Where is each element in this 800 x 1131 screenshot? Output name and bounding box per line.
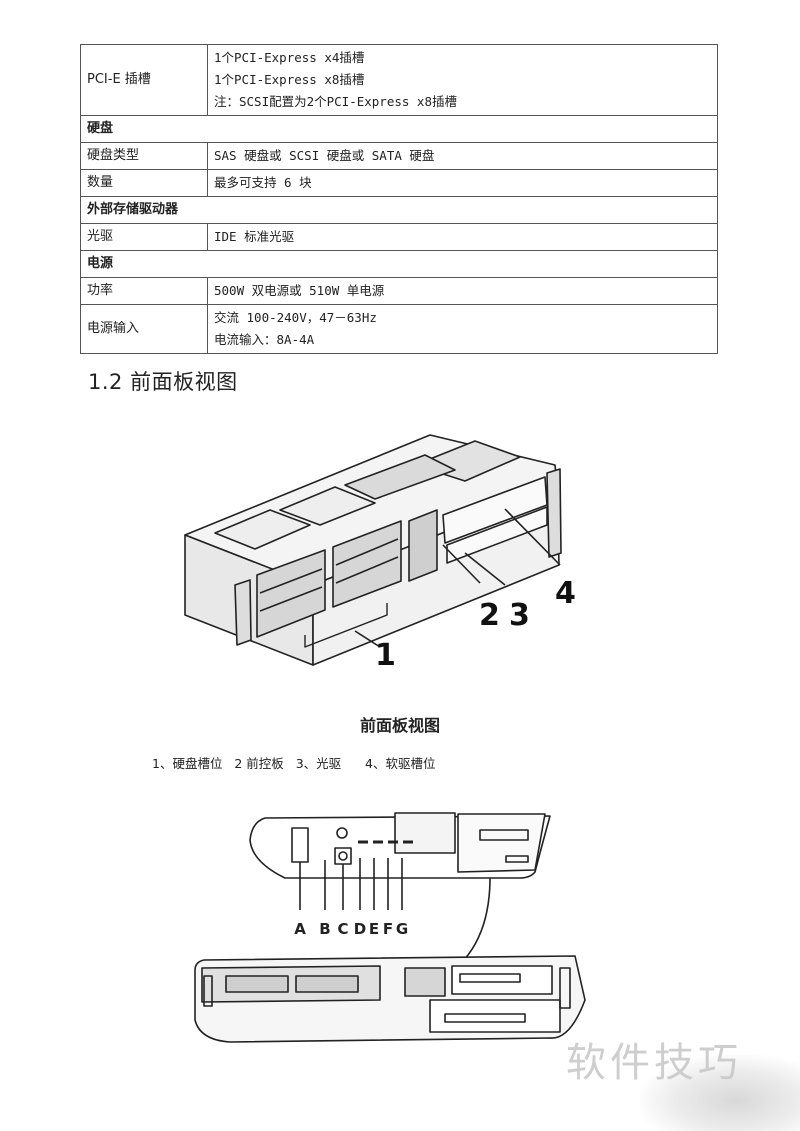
table-section-row: 硬盘 — [80, 115, 718, 143]
spec-value-line: 电流输入：8A-4A — [214, 332, 315, 347]
spec-value-disk-type: SAS 硬盘或 SCSI 硬盘或 SATA 硬盘 — [207, 142, 718, 170]
spec-key-power: 功率 — [80, 277, 208, 305]
table-row: 光驱 IDE 标准光驱 — [80, 223, 718, 251]
spec-value-line: 1个PCI-Express x4插槽 — [214, 50, 365, 65]
watermark-blur — [640, 1055, 800, 1131]
figure-legend: 1、硬盘槽位 2 前控板 3、光驱 4、软驱槽位 — [152, 756, 436, 771]
panel-letter: A — [294, 920, 306, 938]
front-panel-detail-figure: A B C D E F G — [194, 812, 586, 1043]
spec-value-pcie: 1个PCI-Express x4插槽 1个PCI-Express x8插槽 注：… — [207, 44, 718, 116]
section-ext-storage: 外部存储驱动器 — [80, 196, 718, 224]
table-row: PCI-E 插槽 1个PCI-Express x4插槽 1个PCI-Expres… — [80, 44, 718, 116]
panel-letter: C — [337, 920, 348, 938]
spec-value-line: 注：SCSI配置为2个PCI-Express x8插槽 — [214, 94, 457, 109]
spec-value-power-input: 交流 100-240V，47－63Hz 电流输入：8A-4A — [207, 304, 718, 354]
callout-label: 1 — [375, 638, 396, 673]
callout-label: 3 — [509, 598, 530, 633]
spec-key-power-input: 电源输入 — [80, 304, 208, 354]
spec-value-line: 交流 100-240V，47－63Hz — [214, 310, 377, 325]
table-section-row: 电源 — [80, 250, 718, 278]
table-section-row: 外部存储驱动器 — [80, 196, 718, 224]
spec-key-optical: 光驱 — [80, 223, 208, 251]
callout-label: 4 — [555, 576, 576, 611]
table-row: 硬盘类型 SAS 硬盘或 SCSI 硬盘或 SATA 硬盘 — [80, 142, 718, 170]
panel-letter: D — [354, 920, 366, 938]
table-row: 功率 500W 双电源或 510W 单电源 — [80, 277, 718, 305]
spec-value-disk-count: 最多可支持 6 块 — [207, 169, 718, 197]
panel-letter: E — [369, 920, 379, 938]
section-power: 电源 — [80, 250, 718, 278]
spec-value-power: 500W 双电源或 510W 单电源 — [207, 277, 718, 305]
section-disk: 硬盘 — [80, 115, 718, 143]
table-row: 数量 最多可支持 6 块 — [80, 169, 718, 197]
panel-letter: G — [396, 920, 408, 938]
spec-key-disk-type: 硬盘类型 — [80, 142, 208, 170]
spec-value-line: 1个PCI-Express x8插槽 — [214, 72, 365, 87]
spec-value-optical: IDE 标准光驱 — [207, 223, 718, 251]
table-row: 电源输入 交流 100-240V，47－63Hz 电流输入：8A-4A — [80, 304, 718, 354]
watermark: 软件技巧 — [566, 1040, 742, 1086]
figure-caption: 前面板视图 — [359, 716, 440, 735]
spec-table: PCI-E 插槽 1个PCI-Express x4插槽 1个PCI-Expres… — [80, 44, 718, 354]
server-front-isometric-figure: 1 2 3 4 — [184, 434, 576, 673]
panel-letter: B — [319, 920, 330, 938]
section-heading: 1.2 前面板视图 — [88, 370, 238, 394]
spec-key-disk-count: 数量 — [80, 169, 208, 197]
panel-letter: F — [383, 920, 393, 938]
spec-key-pcie: PCI-E 插槽 — [80, 44, 208, 116]
callout-label: 2 — [479, 598, 500, 633]
